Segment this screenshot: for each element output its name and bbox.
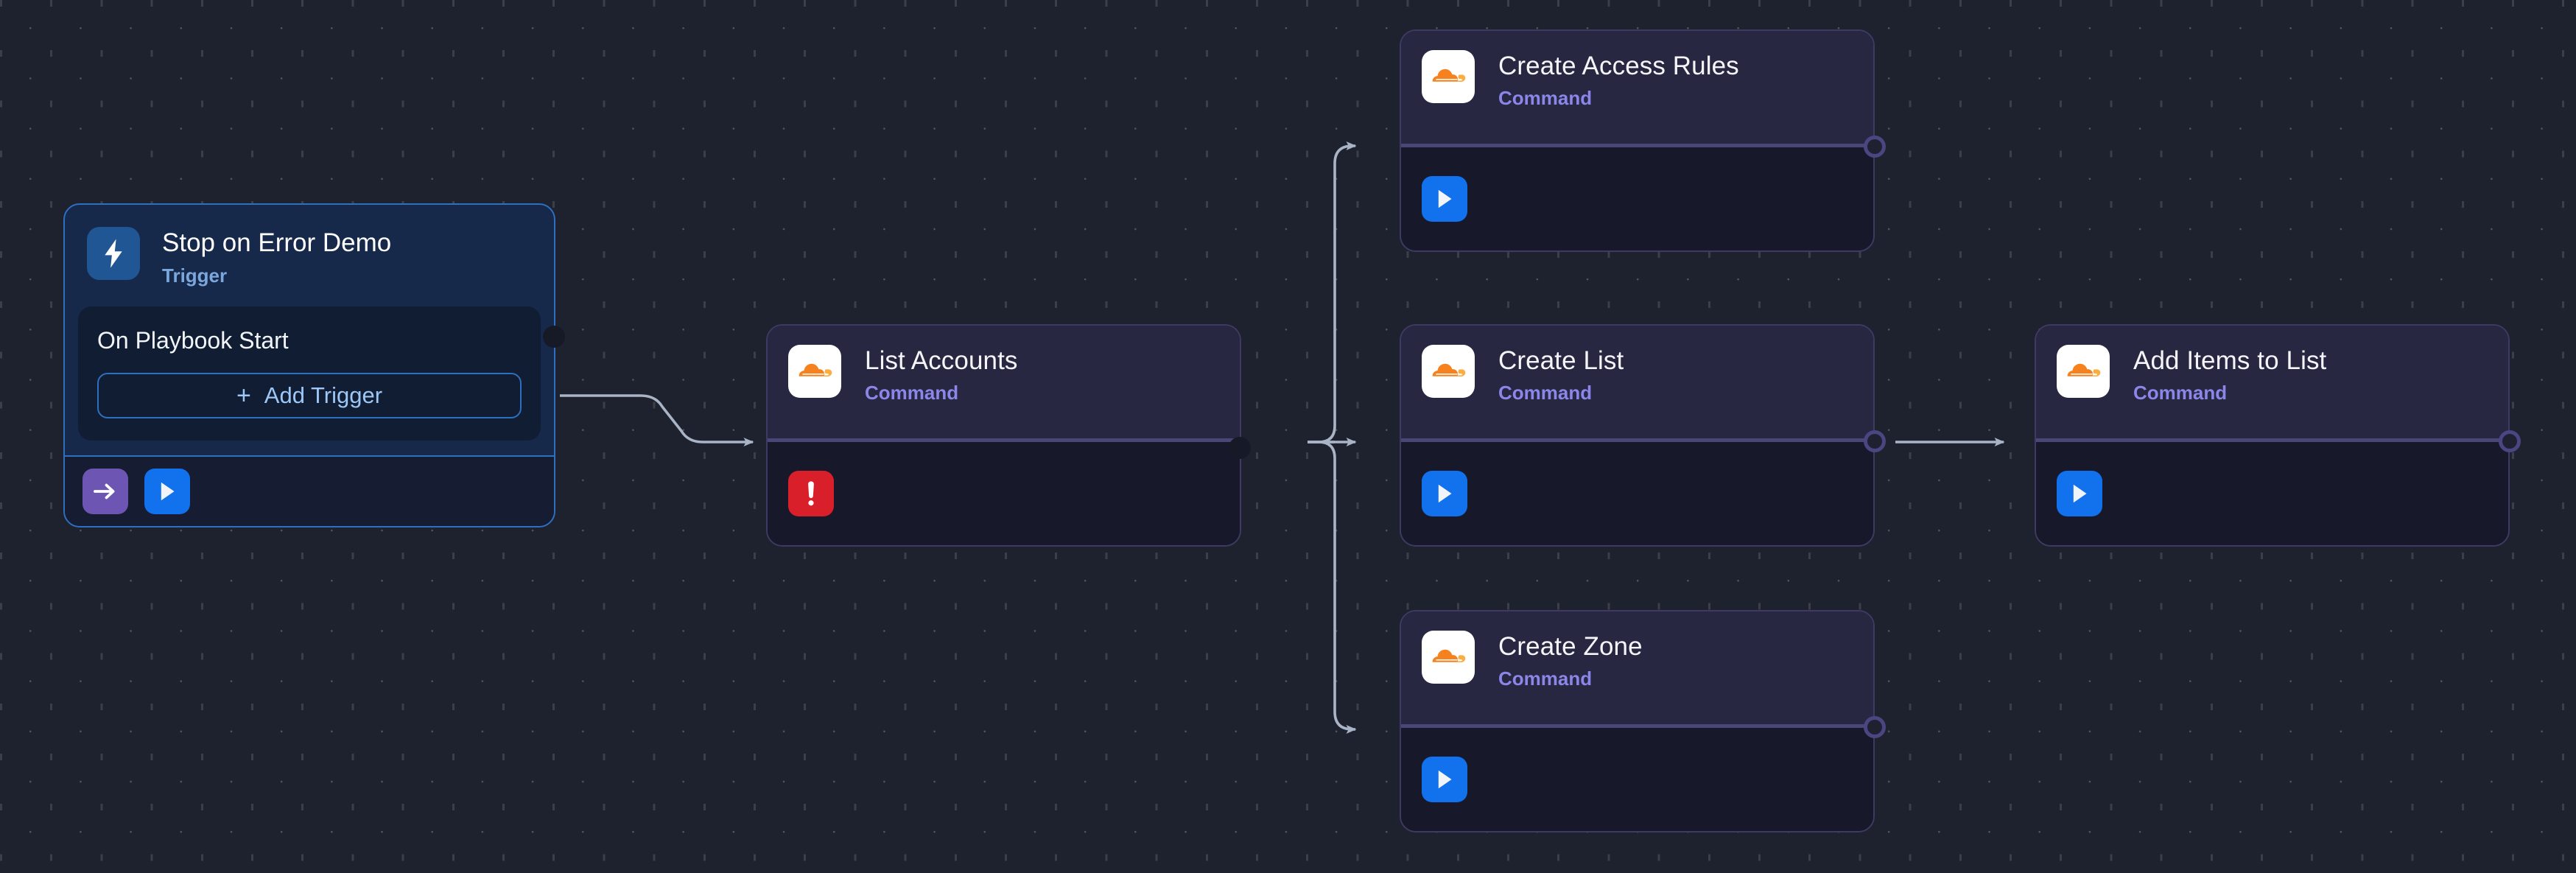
cloudflare-icon	[1422, 631, 1475, 684]
trigger-subtitle: Trigger	[162, 264, 228, 287]
node-create-zone[interactable]: Create Zone Command	[1400, 610, 1886, 832]
node-output-handle[interactable]	[1864, 136, 1886, 158]
node-title: Add Items to List	[2133, 346, 2327, 375]
exclamation-icon[interactable]	[788, 471, 834, 516]
node-subtitle: Command	[1498, 382, 1593, 404]
trigger-panel-title: On Playbook Start	[97, 327, 289, 354]
node-output-handle[interactable]	[1229, 437, 1251, 459]
node-subtitle: Command	[1498, 667, 1593, 690]
cloudflare-icon	[788, 345, 841, 398]
trigger-footer	[65, 455, 554, 526]
node-output-handle[interactable]	[1864, 430, 1886, 452]
node-header: Create List Command	[1401, 326, 1873, 442]
node-header: Create Zone Command	[1401, 611, 1873, 728]
cloudflare-icon	[1422, 345, 1475, 398]
node-add-items-to-list[interactable]: Add Items to List Command	[2035, 324, 2521, 547]
trigger-title: Stop on Error Demo	[162, 228, 392, 257]
trigger-output-handle[interactable]	[543, 326, 565, 348]
arrow-right-icon[interactable]	[83, 469, 128, 514]
play-icon[interactable]	[1422, 176, 1467, 222]
edge-list-accounts-to-create-zone	[1308, 441, 1357, 734]
trigger-header: Stop on Error Demo Trigger	[65, 205, 554, 295]
add-trigger-label: Add Trigger	[264, 382, 383, 408]
node-create-access-rules[interactable]: Create Access Rules Command	[1400, 29, 1886, 252]
node-list-accounts[interactable]: List Accounts Command	[766, 324, 1251, 547]
play-icon[interactable]	[1422, 757, 1467, 802]
node-body	[1401, 442, 1873, 545]
edge-trigger-to-list-accounts	[560, 394, 754, 446]
play-icon[interactable]	[144, 469, 190, 514]
node-title: Create List	[1498, 346, 1624, 375]
play-icon[interactable]	[1422, 471, 1467, 516]
cloudflare-icon	[1422, 50, 1475, 103]
node-body	[768, 442, 1240, 545]
node-body	[2036, 442, 2508, 545]
node-header: Create Access Rules Command	[1401, 31, 1873, 147]
cloudflare-icon	[2057, 345, 2110, 398]
node-title: Create Access Rules	[1498, 52, 1739, 80]
add-trigger-button[interactable]: + Add Trigger	[97, 373, 522, 418]
edge-list-accounts-to-create-access-rules	[1308, 141, 1357, 443]
node-subtitle: Command	[1498, 87, 1593, 109]
node-header: Add Items to List Command	[2036, 326, 2508, 442]
trigger-panel: On Playbook Start + Add Trigger	[78, 306, 565, 441]
node-header: List Accounts Command	[768, 326, 1240, 442]
lightning-bolt-icon	[87, 227, 140, 280]
node-title: Create Zone	[1498, 632, 1643, 661]
node-output-handle[interactable]	[1864, 716, 1886, 738]
node-body	[1401, 147, 1873, 250]
node-body	[1401, 728, 1873, 831]
play-icon[interactable]	[2057, 471, 2102, 516]
node-subtitle: Command	[2133, 382, 2228, 404]
node-output-handle[interactable]	[2499, 430, 2521, 452]
node-create-list[interactable]: Create List Command	[1400, 324, 1886, 547]
node-subtitle: Command	[865, 382, 959, 404]
node-title: List Accounts	[865, 346, 1018, 375]
node-stop-on-error-demo[interactable]: Stop on Error Demo Trigger On Playbook S…	[63, 203, 565, 527]
plus-icon: +	[236, 382, 251, 410]
